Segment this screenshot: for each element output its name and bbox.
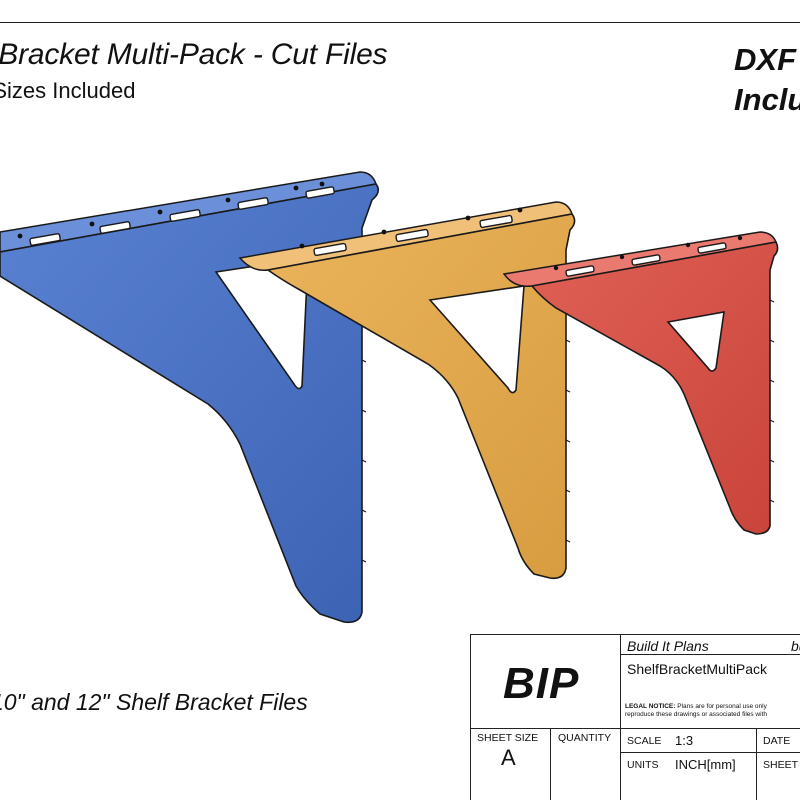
- sheet-size-label: SHEET SIZE: [477, 732, 539, 744]
- bracket-medium: [238, 201, 576, 580]
- scale-value: 1:3: [675, 733, 694, 748]
- bracket-small-edge-tabs: [769, 299, 775, 503]
- bracket-sizes-caption: ", 10" and 12" Shelf Bracket Files: [0, 689, 308, 715]
- units-value: INCH[mm]: [675, 757, 736, 772]
- bracket-small-slots: [565, 242, 727, 277]
- drawing-name: ShelfBracketMultiPack: [627, 661, 768, 677]
- company-name-tail: bu: [791, 638, 800, 654]
- date-cell: DATE: [757, 729, 800, 753]
- date-label: DATE: [763, 735, 791, 747]
- bracket-medium-cutout: [428, 285, 525, 394]
- company-name: Build It Plans: [627, 638, 709, 654]
- company-cell: Build It Plans bu: [621, 635, 800, 655]
- bracket-large-slots: [29, 186, 335, 246]
- format-badge: DXF Inclu: [734, 40, 800, 120]
- bracket-medium-slots: [313, 214, 513, 257]
- logo-cell: BIP: [471, 635, 621, 729]
- format-badge-line1: DXF: [734, 42, 796, 77]
- bracket-large-holes: [17, 181, 325, 239]
- scale-label: SCALE: [627, 735, 662, 747]
- title-block: BIP Build It Plans bu ShelfBracketMultiP…: [470, 634, 800, 800]
- bracket-small-plate: [530, 241, 779, 535]
- bracket-medium-holes: [299, 207, 523, 249]
- drawing-info-cell: ShelfBracketMultiPack LEGAL NOTICE: Plan…: [621, 655, 800, 729]
- units-label: UNITS: [627, 759, 659, 771]
- bracket-small-cutout: [666, 311, 725, 372]
- sheet-cell: SHEET: [757, 753, 800, 800]
- quantity-cell: QUANTITY: [551, 729, 621, 800]
- legal-label: LEGAL NOTICE:: [625, 703, 676, 710]
- format-badge-line2: Inclu: [734, 82, 800, 117]
- bip-logo: BIP: [503, 659, 580, 708]
- legal-text-2: reproduce these drawings or associated f…: [625, 711, 767, 718]
- page-subtitle: e Sizes Included: [0, 78, 136, 103]
- sheet-size-value: A: [501, 745, 516, 770]
- legal-notice: LEGAL NOTICE: Plans are for personal use…: [625, 703, 800, 719]
- sheet-size-cell: SHEET SIZE A: [471, 729, 551, 800]
- bracket-small: [502, 231, 779, 535]
- legal-text-1: Plans are for personal use only: [677, 703, 767, 710]
- bracket-large-cutout: [214, 257, 309, 390]
- sheet-label: SHEET: [763, 759, 799, 771]
- bracket-small-holes: [553, 235, 743, 271]
- page-title: f Bracket Multi-Pack - Cut Files: [0, 38, 388, 71]
- units-cell: UNITS INCH[mm]: [621, 753, 757, 800]
- bracket-large: [0, 171, 380, 624]
- quantity-label: QUANTITY: [558, 732, 612, 744]
- scale-cell: SCALE 1:3: [621, 729, 757, 753]
